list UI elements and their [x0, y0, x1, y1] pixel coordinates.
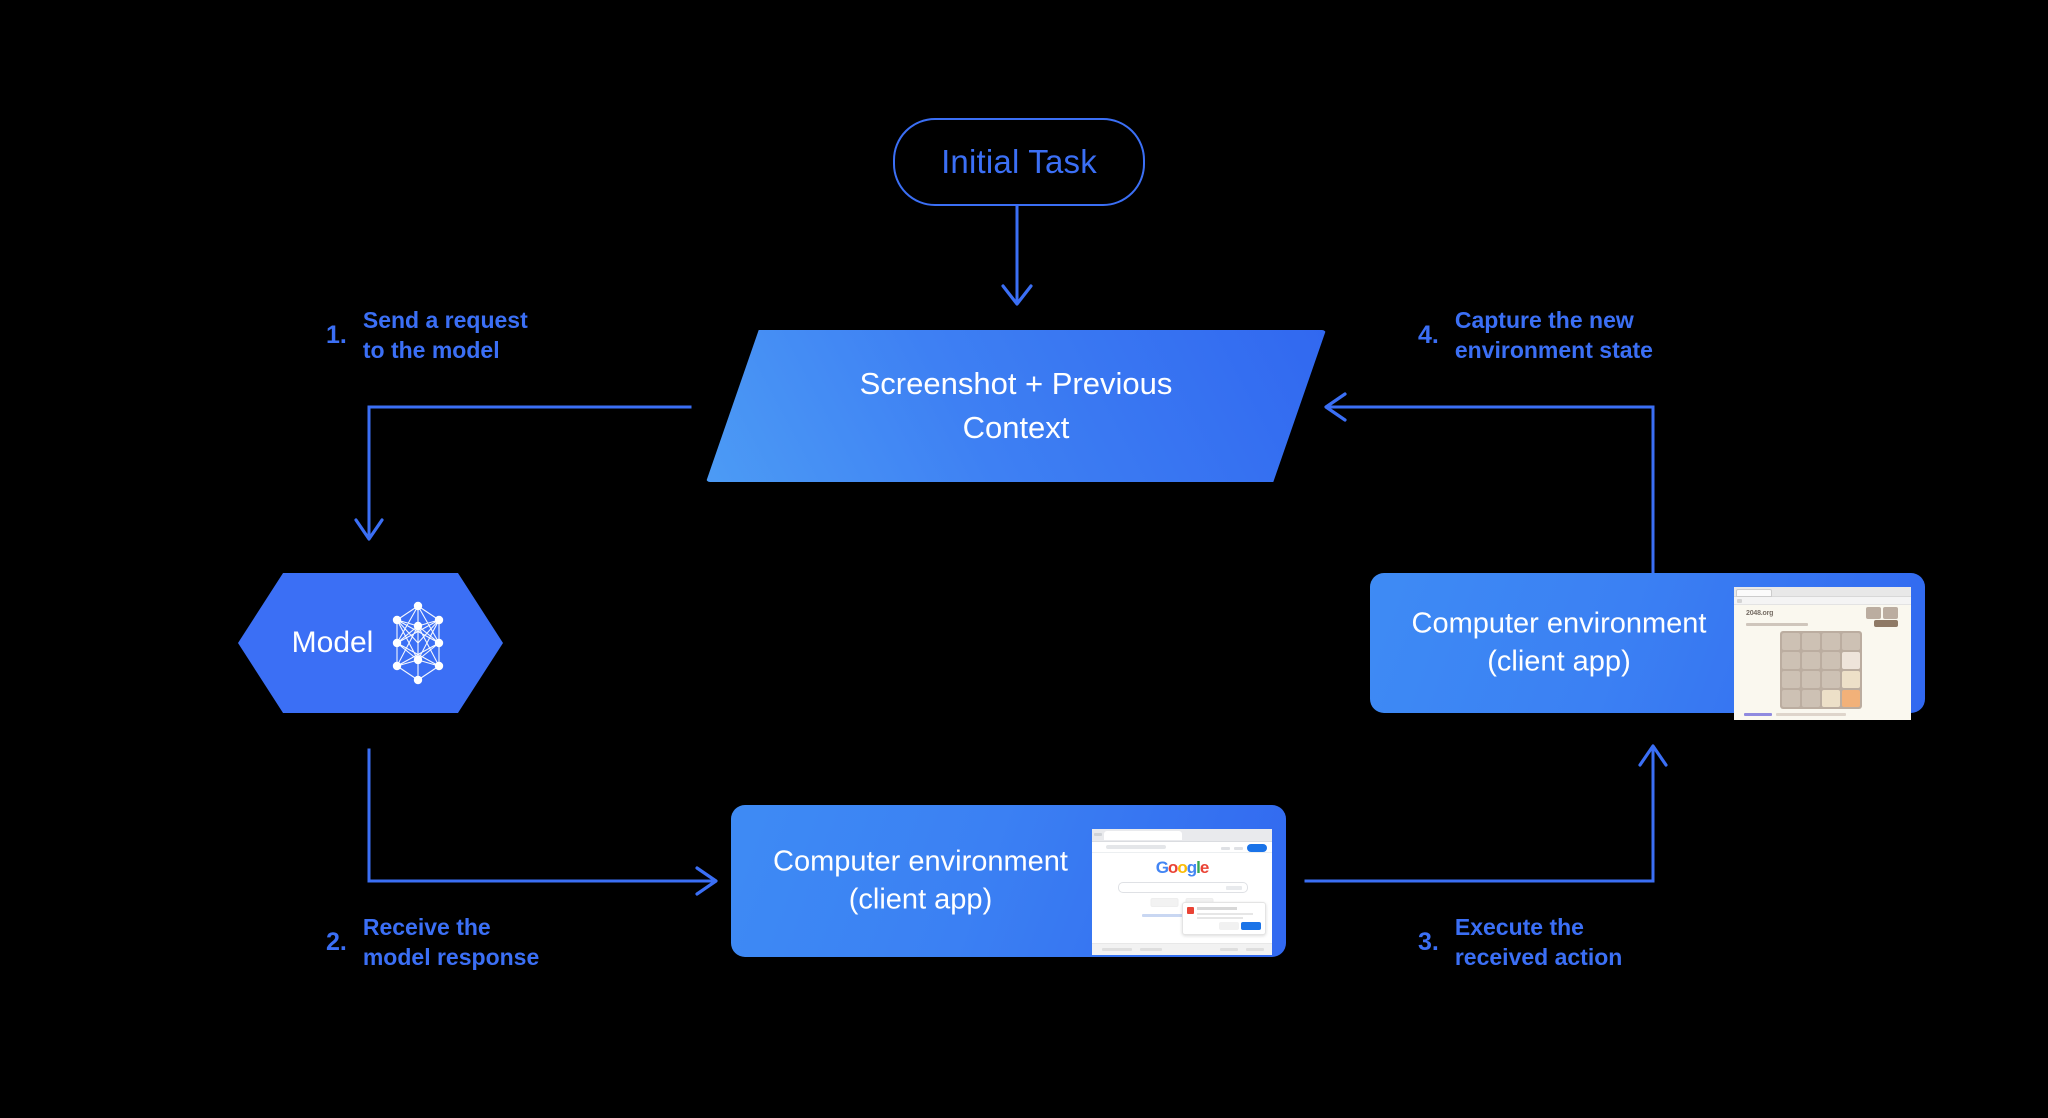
computer-environment-right[interactable]: Computer environment (client app) 2048.o… — [1370, 573, 1925, 720]
env-right-label: Computer environment (client app) — [1394, 605, 1724, 682]
step-2-label: 2. Receive the model response — [326, 912, 539, 973]
computer-environment-bottom[interactable]: Computer environment (client app) Google — [731, 805, 1286, 957]
env-bottom-line1: Computer environment — [773, 845, 1068, 878]
thumbnail-google-search: Google — [1092, 829, 1272, 955]
initial-task-label: Initial Task — [941, 143, 1097, 180]
step-4-label: 4. Capture the new environment state — [1418, 305, 1653, 366]
step-4-line2: environment state — [1454, 337, 1653, 364]
step-2-line1: Receive the — [362, 914, 491, 940]
initial-task-node[interactable]: Initial Task — [893, 118, 1145, 206]
context-node-shape — [706, 330, 1326, 482]
neural-network-icon — [393, 601, 444, 685]
step-3-line2: received action — [1454, 944, 1623, 971]
step-3-number: 3. — [1418, 927, 1439, 956]
context-node[interactable]: Screenshot + Previous Context — [706, 330, 1326, 482]
game-board-2048 — [1780, 631, 1862, 709]
step-4-number: 4. — [1418, 320, 1439, 349]
thumb-2048-title: 2048.org — [1746, 610, 1774, 617]
step-1-line2: to the model — [362, 337, 500, 364]
google-logo-icon: Google — [1155, 858, 1210, 877]
edge-model-to-bottom-env — [367, 748, 714, 883]
step-2-line2: model response — [362, 944, 540, 971]
env-right-line1: Computer environment — [1411, 607, 1707, 640]
model-node[interactable]: Model — [238, 573, 503, 713]
step-2-text: Receive the model response — [363, 912, 539, 973]
step-3-label: 3. Execute the received action — [1418, 912, 1622, 973]
edge-context-to-model — [367, 405, 692, 537]
step-2-number: 2. — [326, 927, 347, 956]
thumbnail-2048-game: 2048.org — [1734, 587, 1911, 720]
env-bottom-label: Computer environment (client app) — [743, 843, 1098, 920]
step-1-text: Send a request to the model — [363, 305, 528, 366]
model-node-shape — [238, 573, 503, 713]
edge-right-env-to-context — [1328, 405, 1655, 575]
context-node-line2: Context — [962, 410, 1070, 445]
step-4-text: Capture the new environment state — [1455, 305, 1653, 366]
context-node-line1: Screenshot + Previous — [859, 365, 1173, 401]
step-1-line1: Send a request — [362, 307, 528, 333]
env-right-line2: (client app) — [1487, 646, 1631, 678]
step-3-text: Execute the received action — [1455, 912, 1622, 973]
model-node-label: Model — [291, 626, 374, 659]
step-1-number: 1. — [326, 320, 347, 349]
step-3-line1: Execute the — [1454, 914, 1584, 940]
env-bottom-line2: (client app) — [848, 884, 993, 916]
step-1-label: 1. Send a request to the model — [326, 305, 528, 366]
edge-bottom-env-to-right-env — [1304, 748, 1655, 883]
step-4-line1: Capture the new — [1454, 307, 1634, 333]
context-node-labels: Screenshot + Previous Context — [706, 330, 1326, 482]
